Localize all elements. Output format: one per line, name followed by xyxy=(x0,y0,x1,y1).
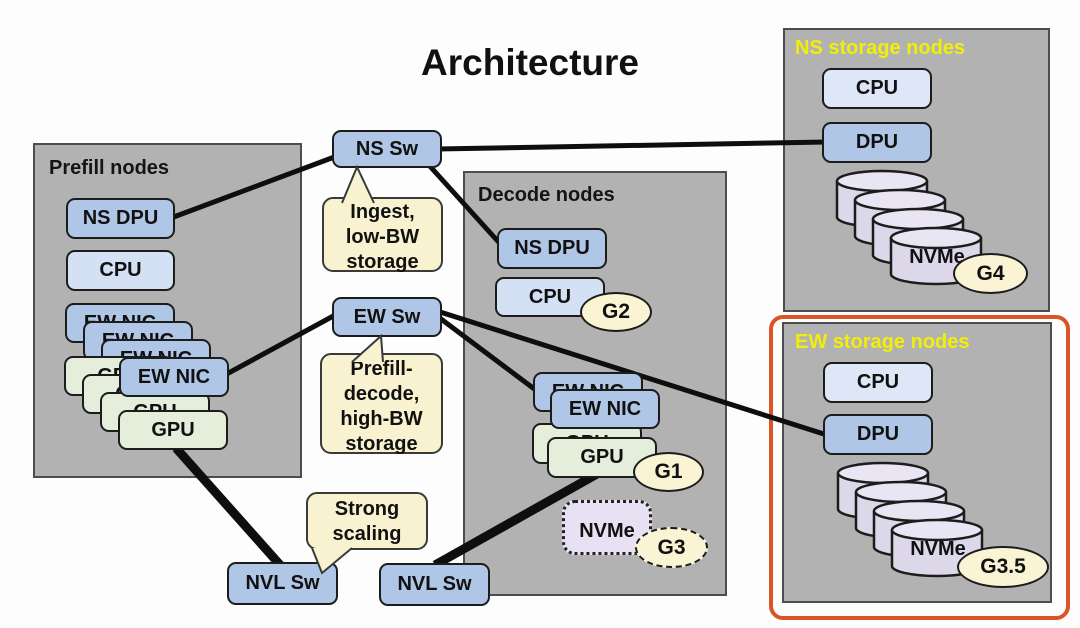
ns-storage-nodes-label: NS storage nodes xyxy=(795,37,966,59)
ew-storage-dpu-box: DPU xyxy=(823,414,933,455)
strong-scaling-callout: Strong scaling xyxy=(306,492,428,550)
decode-ns-dpu-box: NS DPU xyxy=(497,228,607,269)
decode-gpu-box: GPU xyxy=(547,437,657,478)
generation-badge-g2: G2 xyxy=(580,292,652,332)
ew-storage-nodes-label: EW storage nodes xyxy=(795,331,970,353)
link-nssw-nsstorage-dpu xyxy=(436,139,828,152)
generation-badge-g3: G3 xyxy=(635,527,708,568)
prefill-ns-dpu-box: NS DPU xyxy=(66,198,175,239)
prefill-decode-callout: Prefill- decode, high-BW storage xyxy=(320,353,443,455)
nvl-switch-left-box: NVL Sw xyxy=(227,562,338,605)
nvl-switch-right-box: NVL Sw xyxy=(379,563,490,606)
ingest-callout: Ingest, low-BW storage xyxy=(322,197,443,273)
decode-nvme-box: NVMe xyxy=(562,500,652,555)
page-title: Architecture xyxy=(421,42,639,83)
ew-storage-cpu-box: CPU xyxy=(823,362,933,403)
decode-nodes-label: Decode nodes xyxy=(478,184,615,206)
ns-storage-dpu-box: DPU xyxy=(822,122,932,163)
ns-storage-cpu-box: CPU xyxy=(822,68,932,109)
generation-badge-g3-5: G3.5 xyxy=(957,546,1049,588)
prefill-nodes-label: Prefill nodes xyxy=(49,157,170,179)
ns-switch-box: NS Sw xyxy=(332,130,442,168)
prefill-gpu-box: GPU xyxy=(118,410,228,450)
ew-switch-box: EW Sw xyxy=(332,297,442,337)
ns-storage-nvme-label: NVMe xyxy=(909,246,965,268)
generation-badge-g1: G1 xyxy=(633,452,704,492)
prefill-cpu-box: CPU xyxy=(66,250,175,291)
ew-storage-highlight-border xyxy=(769,315,1070,620)
ew-storage-nvme-label: NVMe xyxy=(910,538,966,560)
decode-ew-nic-box: EW NIC xyxy=(550,389,660,429)
generation-badge-g4: G4 xyxy=(953,253,1028,294)
prefill-ew-nic-box: EW NIC xyxy=(119,357,229,397)
